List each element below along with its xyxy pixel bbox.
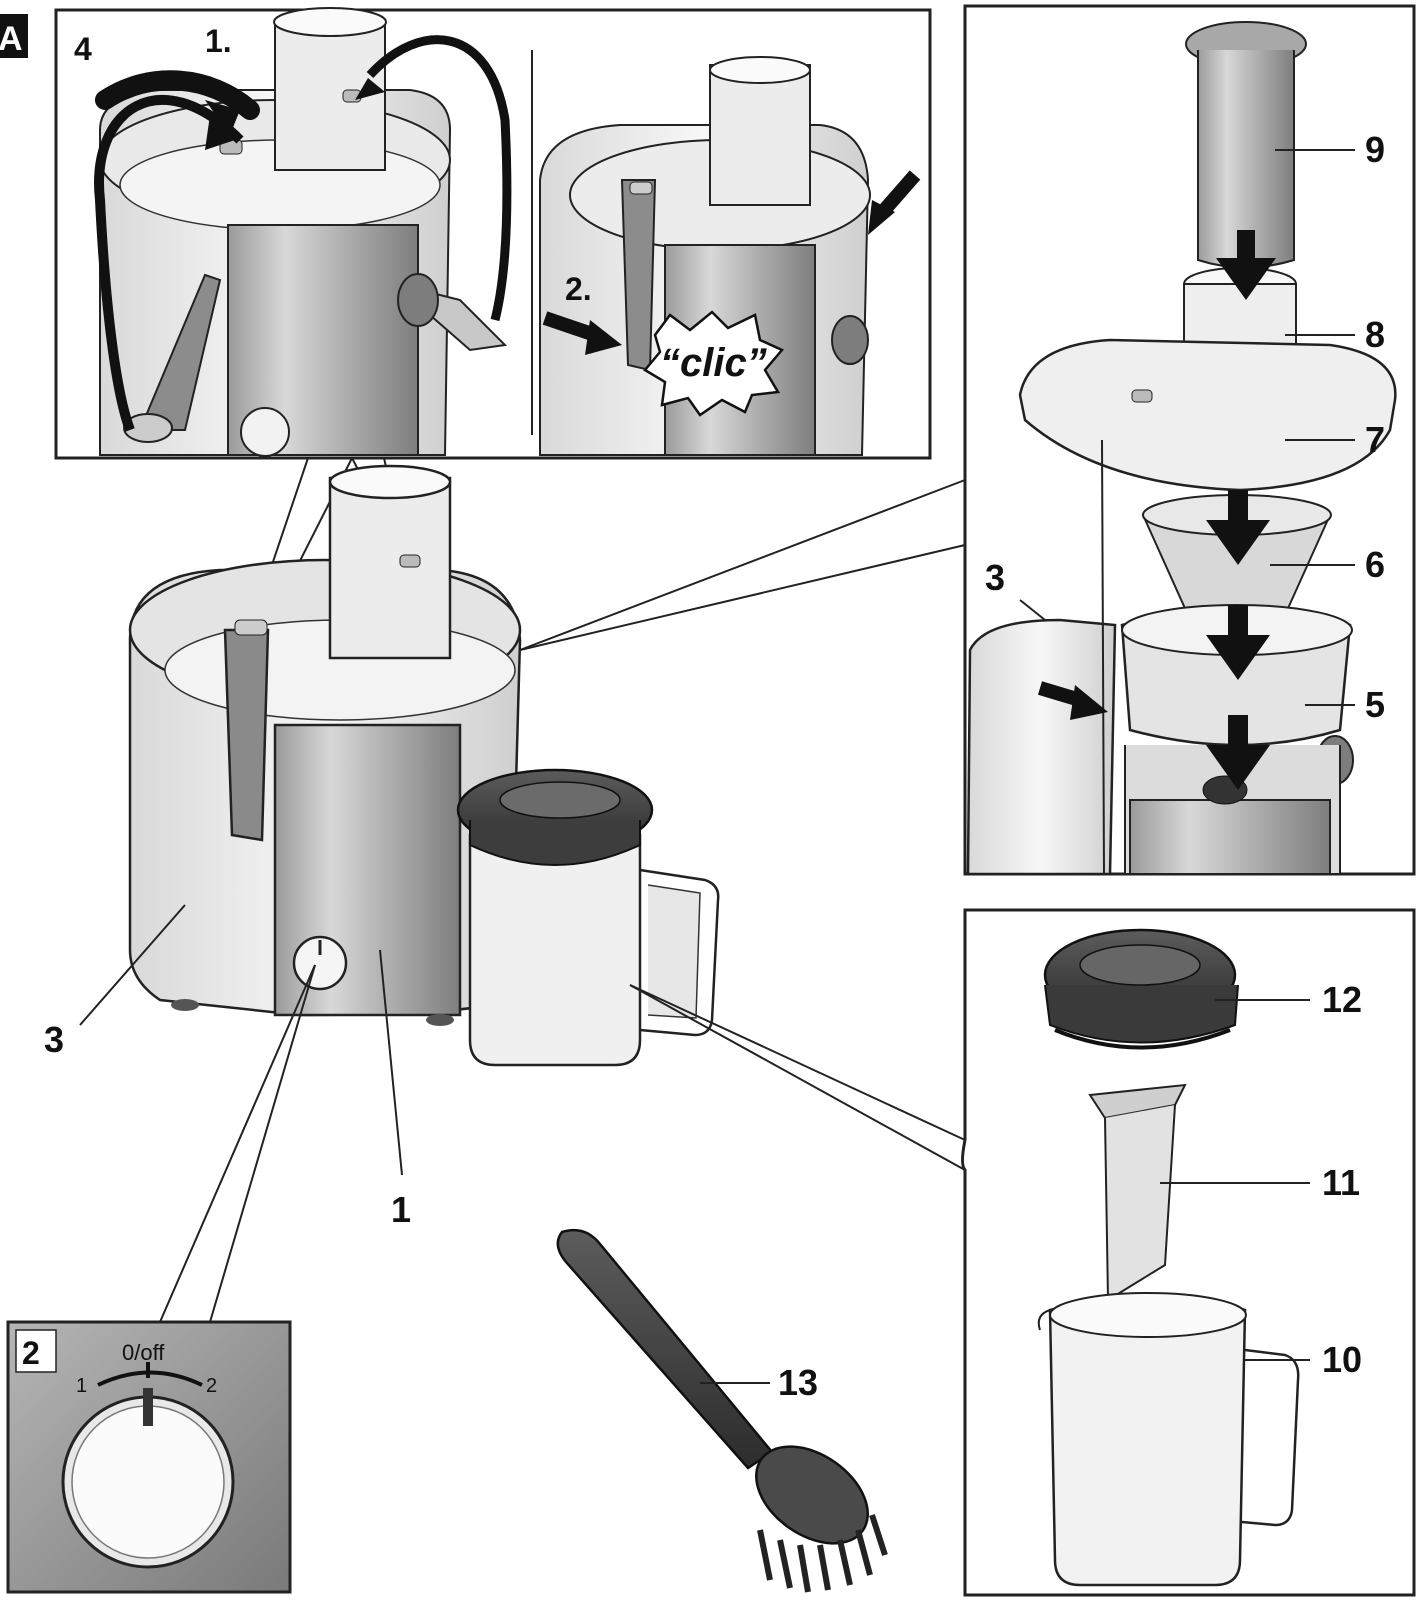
switch-speed-2-label: 2 bbox=[206, 1375, 217, 1397]
callout-8: 8 bbox=[1365, 314, 1385, 355]
switch-inset-badge: 2 bbox=[22, 1335, 40, 1371]
cleaning-brush-illustration bbox=[556, 1228, 888, 1593]
switch-inset-panel: 2 0/off 1 2 bbox=[6, 1320, 292, 1594]
switch-leader-lines bbox=[159, 964, 316, 1323]
step-2-label: 2. bbox=[565, 271, 592, 307]
callout-11: 11 bbox=[1322, 1162, 1360, 1203]
figure-label-badge: A bbox=[0, 14, 28, 58]
callout-10: 10 bbox=[1322, 1339, 1362, 1380]
callout-13: 13 bbox=[778, 1362, 818, 1403]
juice-jug-illustration bbox=[456, 768, 720, 1067]
jug-panel-leader-lines bbox=[629, 984, 966, 1171]
switch-off-label: 0/off bbox=[122, 1340, 165, 1365]
exploded-parts-panel bbox=[963, 4, 1416, 876]
juicer-clamp-closed-illustration bbox=[539, 56, 921, 456]
step-1-label: 1. bbox=[205, 23, 232, 59]
callout-1: 1 bbox=[391, 1189, 411, 1230]
callout-6: 6 bbox=[1365, 544, 1385, 585]
callout-5: 5 bbox=[1365, 684, 1385, 725]
exploded-panel-leader-lines bbox=[519, 479, 966, 651]
switch-speed-1-label: 1 bbox=[76, 1375, 87, 1397]
jug-leader-lines bbox=[1160, 999, 1310, 1361]
exploded-leader-lines bbox=[1019, 149, 1355, 706]
callout-7: 7 bbox=[1365, 419, 1385, 460]
callout-12: 12 bbox=[1322, 979, 1362, 1020]
exploded-down-arrows bbox=[1206, 230, 1276, 790]
clic-sound-label: “clic” bbox=[660, 341, 767, 385]
step-4-label: 4 bbox=[74, 31, 92, 67]
figure-label-text: A bbox=[0, 20, 23, 58]
clamp-steps-panel: 4 1. 2. “clic” bbox=[54, 7, 932, 460]
callout-3-exploded: 3 bbox=[985, 557, 1005, 598]
main-juicer-illustration bbox=[128, 464, 522, 1026]
main-leader-lines bbox=[79, 904, 403, 1176]
jug-parts-panel bbox=[961, 908, 1416, 1597]
callout-9: 9 bbox=[1365, 129, 1385, 170]
callout-3-main: 3 bbox=[44, 1019, 64, 1060]
juicer-clamp-open-illustration bbox=[94, 7, 512, 457]
